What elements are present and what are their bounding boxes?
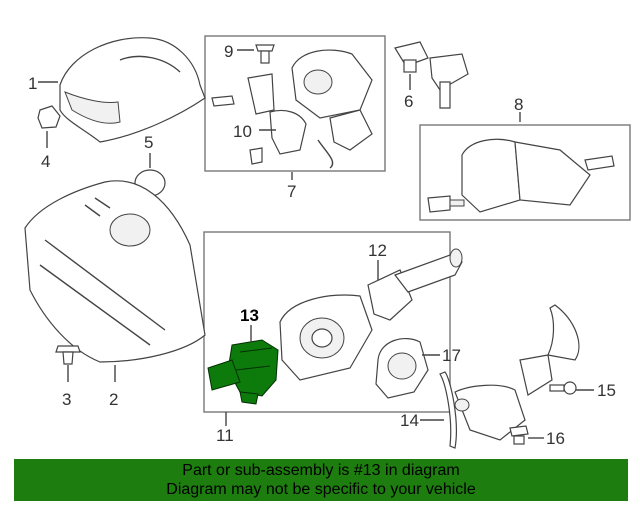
banner-line-2: Diagram may not be specific to your vehi… bbox=[166, 481, 476, 498]
part-9-bolt bbox=[255, 44, 275, 64]
part-13-highlighted bbox=[207, 339, 279, 405]
paddle-shift-assembly bbox=[454, 304, 580, 441]
callout-11: 11 bbox=[216, 426, 234, 445]
part-15-bolt bbox=[549, 381, 577, 395]
group-box-11 bbox=[203, 231, 451, 413]
banner-line-1: Part or sub-assembly is #13 in diagram bbox=[182, 462, 460, 479]
leader-lines bbox=[38, 49, 594, 439]
callout-2: 2 bbox=[109, 390, 118, 409]
callout-4: 4 bbox=[41, 152, 50, 171]
callout-5: 5 bbox=[144, 133, 153, 152]
callout-16: 16 bbox=[546, 429, 565, 448]
part-8-switch-body bbox=[427, 138, 615, 213]
part-2-lower-cover bbox=[24, 180, 206, 363]
group-box-8 bbox=[419, 124, 631, 221]
part-14-paddle bbox=[439, 371, 457, 449]
callout-10: 10 bbox=[233, 122, 252, 141]
callout-7: 7 bbox=[287, 182, 296, 201]
info-banner: Part or sub-assembly is #13 in diagram D… bbox=[14, 459, 628, 501]
group-box-7 bbox=[204, 35, 386, 172]
callout-9: 9 bbox=[224, 42, 233, 61]
part-11-steering-sensor bbox=[279, 294, 373, 381]
part-4-clip bbox=[37, 105, 61, 129]
part-6-key-cylinder bbox=[394, 41, 469, 109]
callout-3: 3 bbox=[62, 390, 71, 409]
part-1-upper-cover bbox=[59, 37, 206, 143]
part-3-screw bbox=[55, 345, 81, 365]
callout-14: 14 bbox=[400, 411, 419, 430]
callout-17: 17 bbox=[442, 346, 461, 365]
callout-15: 15 bbox=[597, 381, 616, 400]
callout-13: 13 bbox=[240, 306, 259, 325]
callout-6: 6 bbox=[404, 92, 413, 111]
callout-8: 8 bbox=[514, 95, 523, 114]
part-16-bolt bbox=[509, 425, 529, 445]
part-17-spiral-cable bbox=[375, 338, 429, 399]
callout-12: 12 bbox=[368, 241, 387, 260]
part-12-combination-switch bbox=[367, 248, 463, 321]
part-7-lock-housing bbox=[211, 49, 373, 169]
callout-1: 1 bbox=[28, 74, 37, 93]
